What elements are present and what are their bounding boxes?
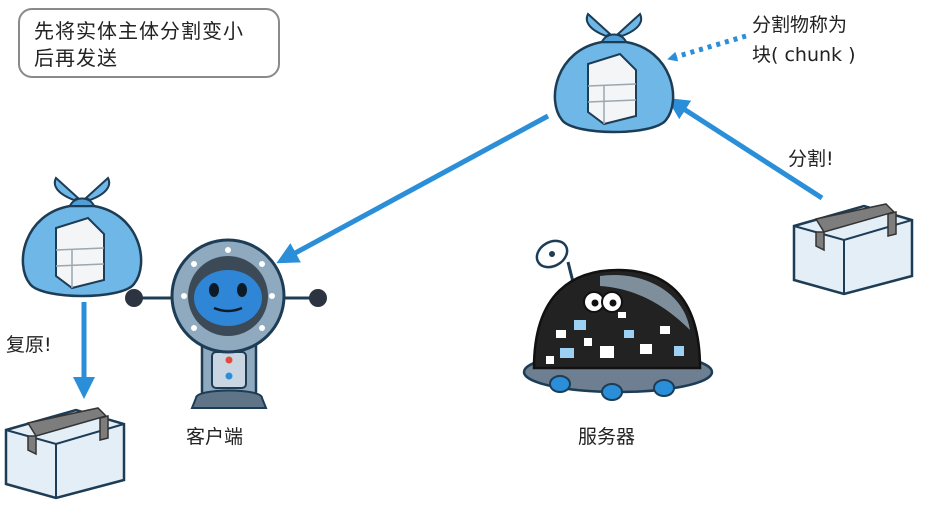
arrow-chunk-pointer — [667, 33, 747, 62]
callout-line-1: 先将实体主体分割变小 — [34, 19, 244, 43]
restore-label: 复原! — [6, 334, 52, 356]
arrow-bag-to-client — [276, 113, 550, 264]
chunk-bag-top — [553, 12, 675, 134]
callout-note: 先将实体主体分割变小 后再发送 — [18, 8, 280, 78]
callout-line-2: 后再发送 — [34, 46, 118, 70]
chunk-annotation-line-1: 分割物称为 — [752, 14, 848, 36]
arrow-box-to-bag — [666, 98, 824, 201]
entity-box-server — [792, 202, 914, 296]
client-label: 客户端 — [186, 426, 244, 448]
server-robot-icon — [522, 239, 714, 401]
split-label: 分割! — [788, 148, 834, 170]
entity-box-client — [4, 406, 126, 500]
chunk-bag-left — [21, 176, 143, 298]
chunk-annotation: 分割物称为 块( chunk ) — [752, 10, 855, 70]
server-label: 服务器 — [578, 426, 636, 448]
chunk-annotation-line-2: 块( chunk ) — [752, 44, 856, 66]
client-robot-icon — [125, 238, 327, 409]
